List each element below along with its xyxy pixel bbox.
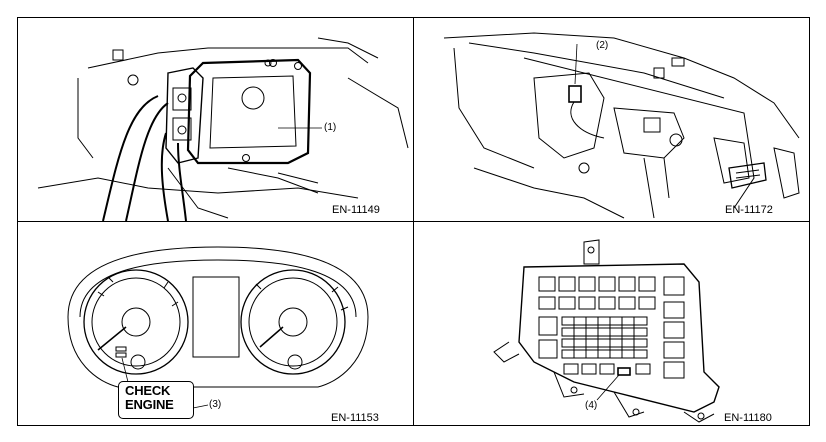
grid-divider-horizontal — [18, 221, 809, 222]
callout-3: (3) — [209, 399, 222, 410]
panel-relay-box: (4) EN-11180 — [414, 222, 811, 427]
figure-code: EN-11180 — [724, 412, 772, 424]
panel-connector: (2) EN-11172 — [414, 18, 811, 221]
ecm-illustration — [37, 37, 409, 221]
check-engine-label: CHECK ENGINE — [118, 381, 194, 419]
connector-illustration — [443, 32, 800, 219]
relay-box-illustration — [493, 239, 720, 423]
check-engine-line-1: CHECK — [125, 383, 171, 398]
check-engine-line-2: ENGINE — [125, 397, 174, 412]
figure-grid: (1) EN-11149 — [17, 17, 810, 426]
panel-cluster: CHECK ENGINE (3) EN-11153 — [18, 222, 413, 427]
figure-code: EN-11172 — [725, 204, 773, 216]
callout-4: (4) — [585, 400, 598, 411]
figure-code: EN-11153 — [331, 412, 379, 424]
callout-2: (2) — [596, 40, 609, 51]
panel-ecm: (1) EN-11149 — [18, 18, 413, 221]
figure-code: EN-11149 — [332, 204, 380, 216]
cluster-illustration — [67, 246, 369, 409]
callout-1: (1) — [324, 122, 337, 133]
